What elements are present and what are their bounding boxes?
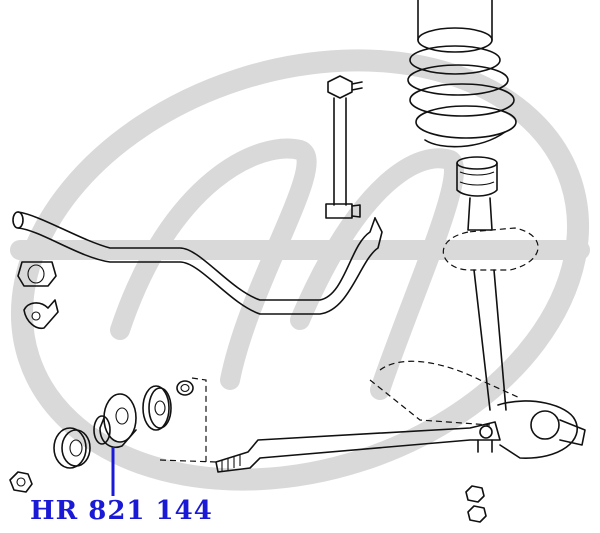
strut-assembly xyxy=(442,197,586,459)
hex-nut-pair xyxy=(465,485,487,523)
stabilizer-link xyxy=(325,75,363,219)
bar-clamp xyxy=(23,299,59,330)
stabilizer-bar xyxy=(12,211,383,315)
bushing-large xyxy=(53,427,91,469)
rubber-bushing xyxy=(93,393,137,448)
exploded-view-guides xyxy=(159,377,217,463)
washer-small xyxy=(176,380,194,396)
part-number-label: HR 821 144 xyxy=(30,496,213,526)
tension-rod xyxy=(215,421,501,473)
coil-spring xyxy=(407,0,517,148)
hex-nut xyxy=(9,471,33,493)
bump-stop xyxy=(456,156,498,197)
bushing-washer xyxy=(142,385,172,431)
bar-bushing xyxy=(17,261,57,287)
lower-control-arm-outline xyxy=(369,360,521,426)
